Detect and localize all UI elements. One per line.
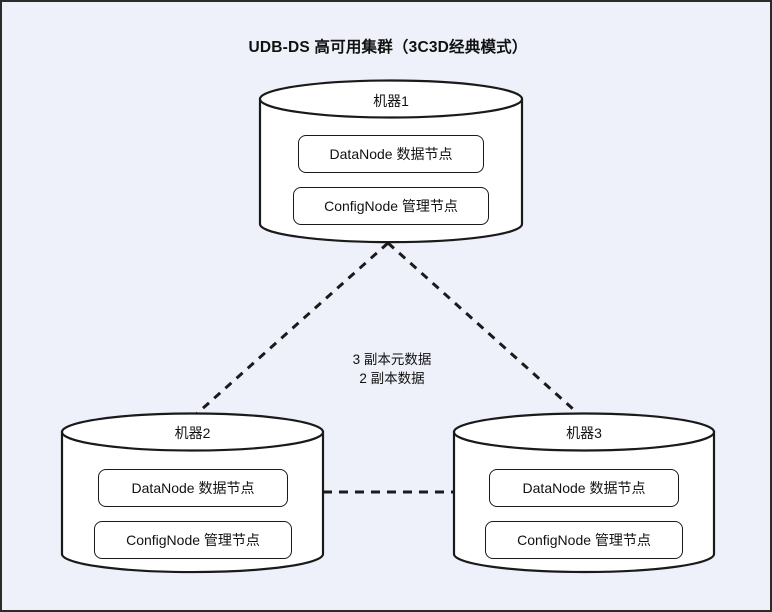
replication-label: 3 副本元数据 2 副本数据 (292, 350, 492, 388)
machine-1-confignode-box[interactable]: ConfigNode 管理节点 (293, 187, 489, 225)
connector-machine1-machine3 (386, 241, 585, 420)
machine-2-label: 机器2 (174, 425, 211, 441)
machine-3-label: 机器3 (566, 425, 602, 441)
connector-machine1-machine2 (191, 241, 389, 420)
machine-2-confignode-box[interactable]: ConfigNode 管理节点 (94, 521, 292, 559)
machine-1-label: 机器1 (373, 93, 409, 109)
replication-label-line-2: 2 副本数据 (359, 371, 425, 386)
machine-3-confignode-box[interactable]: ConfigNode 管理节点 (485, 521, 683, 559)
machine-3-datanode-box[interactable]: DataNode 数据节点 (489, 469, 679, 507)
machine-1-datanode-box[interactable]: DataNode 数据节点 (298, 135, 484, 173)
replication-label-line-1: 3 副本元数据 (352, 352, 432, 367)
diagram-title: UDB-DS 高可用集群（3C3D经典模式） (248, 39, 528, 56)
machine-2-datanode-box[interactable]: DataNode 数据节点 (98, 469, 288, 507)
